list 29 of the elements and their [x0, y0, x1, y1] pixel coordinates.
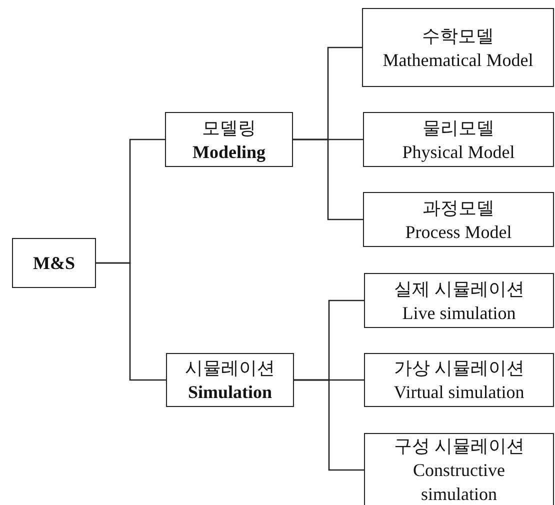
box-label: 물리모델 [422, 116, 494, 140]
box-label: 가상 시뮬레이션 [394, 357, 524, 380]
category-box [362, 8, 554, 87]
box-label: Virtual simulation [394, 381, 524, 404]
category-box [166, 353, 294, 407]
box-label: 수학모델 [422, 24, 494, 48]
box-label: M&S [33, 252, 75, 275]
connector-line [96, 262, 166, 381]
box-label: Live simulation [402, 302, 516, 324]
box-label: Simulation [188, 381, 272, 404]
box-label: Modeling [192, 140, 266, 164]
box-label: Physical Model [402, 140, 515, 164]
box-label: 구성 시뮬레이션 [394, 435, 524, 458]
box-label: 시뮬레이션 [185, 357, 275, 380]
connector-line [293, 138, 363, 220]
box-label: 모델링 [202, 116, 256, 140]
category-box [165, 112, 293, 167]
category-box [363, 112, 554, 167]
box-label: Constructive simulation [412, 459, 506, 505]
category-box [363, 192, 554, 247]
category-box [364, 273, 554, 328]
box-label: Process Model [405, 220, 512, 244]
box-label: 과정모델 [422, 196, 494, 220]
box-label: Mathematical Model [382, 48, 534, 72]
category-box [12, 238, 96, 288]
connector-line [294, 379, 364, 471]
box-label: 실제 시뮬레이션 [394, 278, 524, 300]
category-box [364, 433, 554, 505]
category-box [364, 353, 554, 407]
